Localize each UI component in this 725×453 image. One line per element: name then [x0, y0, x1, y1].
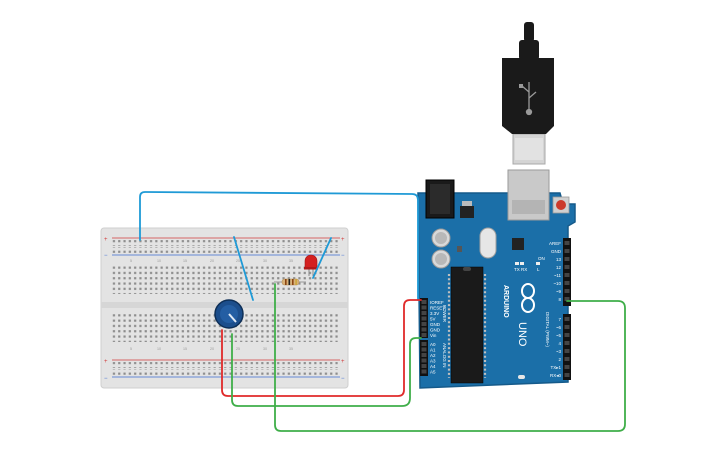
top-negative-rail-holes[interactable] [112, 247, 340, 253]
power-pin-label: 5V [430, 317, 436, 322]
power-pin-label: GND [430, 328, 441, 333]
power-header-title: POWER [442, 305, 447, 323]
wire-blue-pot[interactable] [233, 236, 254, 301]
digital-pin-label: 12 [556, 265, 562, 270]
tx-label: TX [514, 267, 520, 272]
svg-text:25: 25 [236, 347, 240, 351]
tx-led-icon [515, 262, 519, 265]
svg-text:5: 5 [130, 347, 132, 351]
arduino-uno-board[interactable]: TX RX L ARDUINO UNO ON [417, 169, 576, 389]
capacitor-1 [431, 228, 451, 248]
analog-pin-label: A0 [430, 342, 436, 347]
wire-blue-gnd[interactable] [139, 191, 419, 301]
rail-plus-symbol: + [341, 237, 345, 243]
atmega-microcontroller [447, 266, 487, 384]
digital-pin-label: ~5 [556, 333, 562, 338]
model-label: UNO [516, 322, 528, 347]
svg-text:25: 25 [236, 259, 240, 263]
digital-pin-label: RX◂0 [550, 373, 562, 378]
digital-header-title: DIGITAL (PWM~) [545, 312, 550, 347]
svg-text:35: 35 [289, 259, 293, 263]
svg-text:10: 10 [157, 347, 161, 351]
crystal-oscillator [479, 227, 497, 259]
svg-text:15: 15 [183, 259, 187, 263]
rail-plus-symbol: + [104, 359, 108, 365]
top-positive-rail-holes[interactable] [112, 240, 340, 246]
digital-pin-label: 2 [558, 357, 561, 362]
rail-minus-symbol: − [104, 253, 108, 259]
power-pin-label: 3.3V [430, 311, 439, 316]
rail-plus-symbol: + [341, 359, 345, 365]
digital-pin-label: ~9 [556, 289, 562, 294]
l-label: L [537, 267, 540, 272]
rail-minus-symbol: − [104, 376, 108, 382]
digital-header-bottom [563, 314, 571, 380]
voltage-regulator-tab [462, 201, 472, 206]
analog-header-title: ANALOG IN [442, 343, 447, 368]
resistor[interactable] [274, 278, 306, 286]
bottom-negative-rail-holes[interactable] [112, 369, 340, 375]
usb-chip [512, 238, 524, 250]
digital-pin-label: 13 [556, 257, 562, 262]
digital-header-top [563, 238, 571, 306]
usb-socket-inner [512, 200, 545, 214]
power-pin-label: GND [430, 322, 441, 327]
on-label: ON [538, 256, 545, 261]
reset-button-icon[interactable] [552, 196, 570, 214]
digital-pin-label: TX▸1 [550, 365, 561, 370]
power-pin-label: RESET [430, 306, 445, 311]
svg-text:35: 35 [289, 347, 293, 351]
wire-green-d9[interactable] [274, 283, 626, 432]
power-pin-label: Vin [430, 333, 437, 338]
column-numbers-top: 5 10 15 20 25 30 35 [130, 259, 293, 263]
analog-header [420, 340, 428, 376]
brand-label: ARDUINO [502, 285, 509, 318]
on-led-icon [518, 375, 525, 379]
rx-label: RX [521, 267, 527, 272]
rx-led-icon [520, 262, 524, 265]
red-led[interactable] [304, 254, 318, 276]
analog-pin-label: A2 [430, 353, 436, 358]
potentiometer[interactable] [214, 299, 244, 329]
analog-pin-label: A1 [430, 348, 436, 353]
rail-minus-symbol: − [341, 253, 345, 259]
voltage-regulator [460, 206, 474, 218]
svg-text:20: 20 [210, 347, 214, 351]
digital-pin-label: ~3 [556, 349, 562, 354]
digital-pin-label: ~10 [553, 281, 561, 286]
analog-pin-label: A4 [430, 364, 436, 369]
rail-minus-symbol: − [341, 376, 345, 382]
svg-text:15: 15 [183, 347, 187, 351]
digital-pin-label: GND [551, 249, 562, 254]
analog-pin-label: A3 [430, 359, 436, 364]
column-numbers-bottom: 5 10 15 20 25 30 35 [130, 347, 293, 351]
power-pin-label: IOREF [430, 300, 444, 305]
svg-text:30: 30 [263, 259, 267, 263]
wire-blue-led[interactable] [312, 237, 332, 279]
digital-pin-label: 4 [558, 341, 561, 346]
digital-pin-label: ~6 [556, 325, 562, 330]
smd-component [457, 246, 462, 252]
rail-plus-symbol: + [104, 237, 108, 243]
digital-pin-label: 7 [558, 317, 561, 322]
usb-plug-icon[interactable] [502, 22, 554, 165]
digital-pin-label: 8 [558, 297, 561, 302]
wire-green-a0[interactable] [231, 333, 422, 407]
svg-text:30: 30 [263, 347, 267, 351]
digital-pin-label: AREF [549, 241, 561, 246]
bottom-positive-rail-holes[interactable] [112, 362, 340, 368]
wire-red-5v[interactable] [221, 299, 422, 397]
dc-barrel-jack-inner [430, 184, 450, 214]
svg-text:20: 20 [210, 259, 214, 263]
arduino-infinity-logo [521, 283, 535, 313]
l-led-icon [536, 262, 540, 265]
digital-pin-label: ~11 [554, 273, 562, 278]
power-header [420, 298, 428, 338]
analog-pin-label: A5 [430, 370, 436, 375]
terminal-strip-top[interactable] [112, 264, 340, 294]
capacitor-2 [431, 249, 451, 269]
svg-text:5: 5 [130, 259, 132, 263]
svg-text:10: 10 [157, 259, 161, 263]
